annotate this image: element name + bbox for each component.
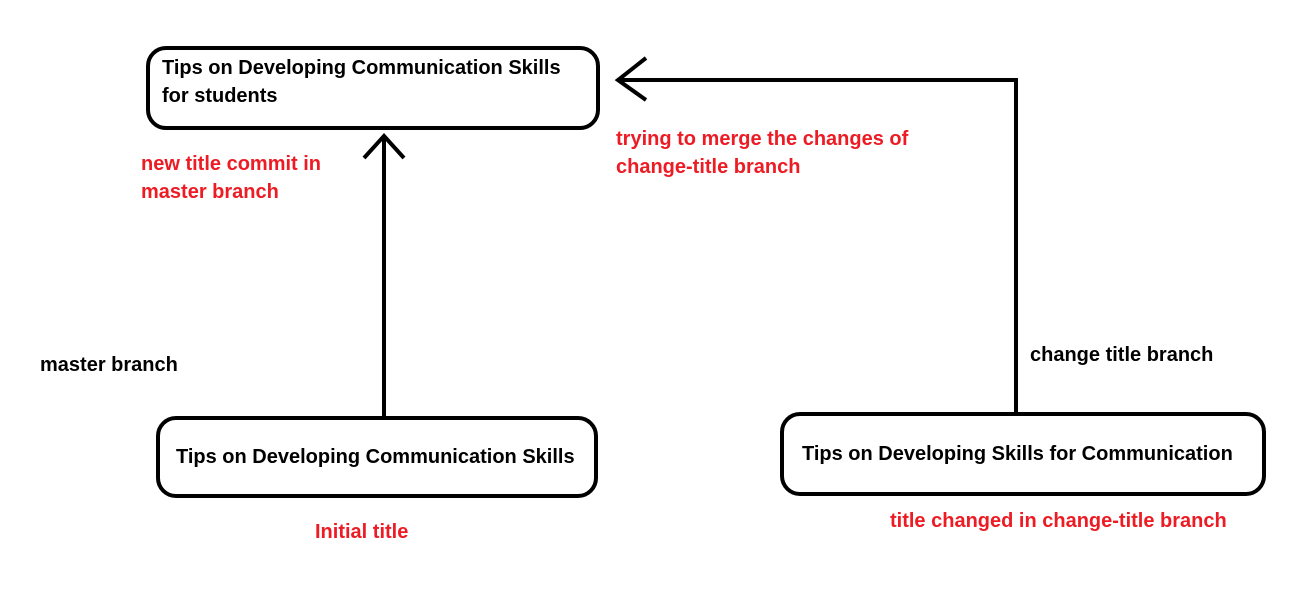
- master-arrow-head: [362, 133, 406, 160]
- annotation-new-title-commit: new title commit in master branch: [141, 153, 322, 203]
- commit-changed-text: Tips on Developing Skills for Communicat…: [802, 443, 1233, 465]
- annotation-merge-attempt: trying to merge the changes of change-ti…: [616, 128, 909, 178]
- annotation-initial-title: Initial title: [315, 521, 409, 543]
- commit-changed-box: [780, 412, 1266, 496]
- label-master-branch: master branch: [40, 354, 178, 376]
- commit-initial-text: Tips on Developing Communication Skills: [176, 446, 575, 468]
- merge-arrow-head: [614, 56, 648, 102]
- commit-initial-box: [156, 416, 598, 498]
- annotation-title-changed: title changed in change-title branch: [890, 510, 1227, 532]
- label-change-title-branch: change title branch: [1030, 344, 1214, 366]
- commit-new-title-box: [146, 46, 600, 130]
- commit-new-title-text: Tips on Developing Communication Skills …: [162, 57, 561, 107]
